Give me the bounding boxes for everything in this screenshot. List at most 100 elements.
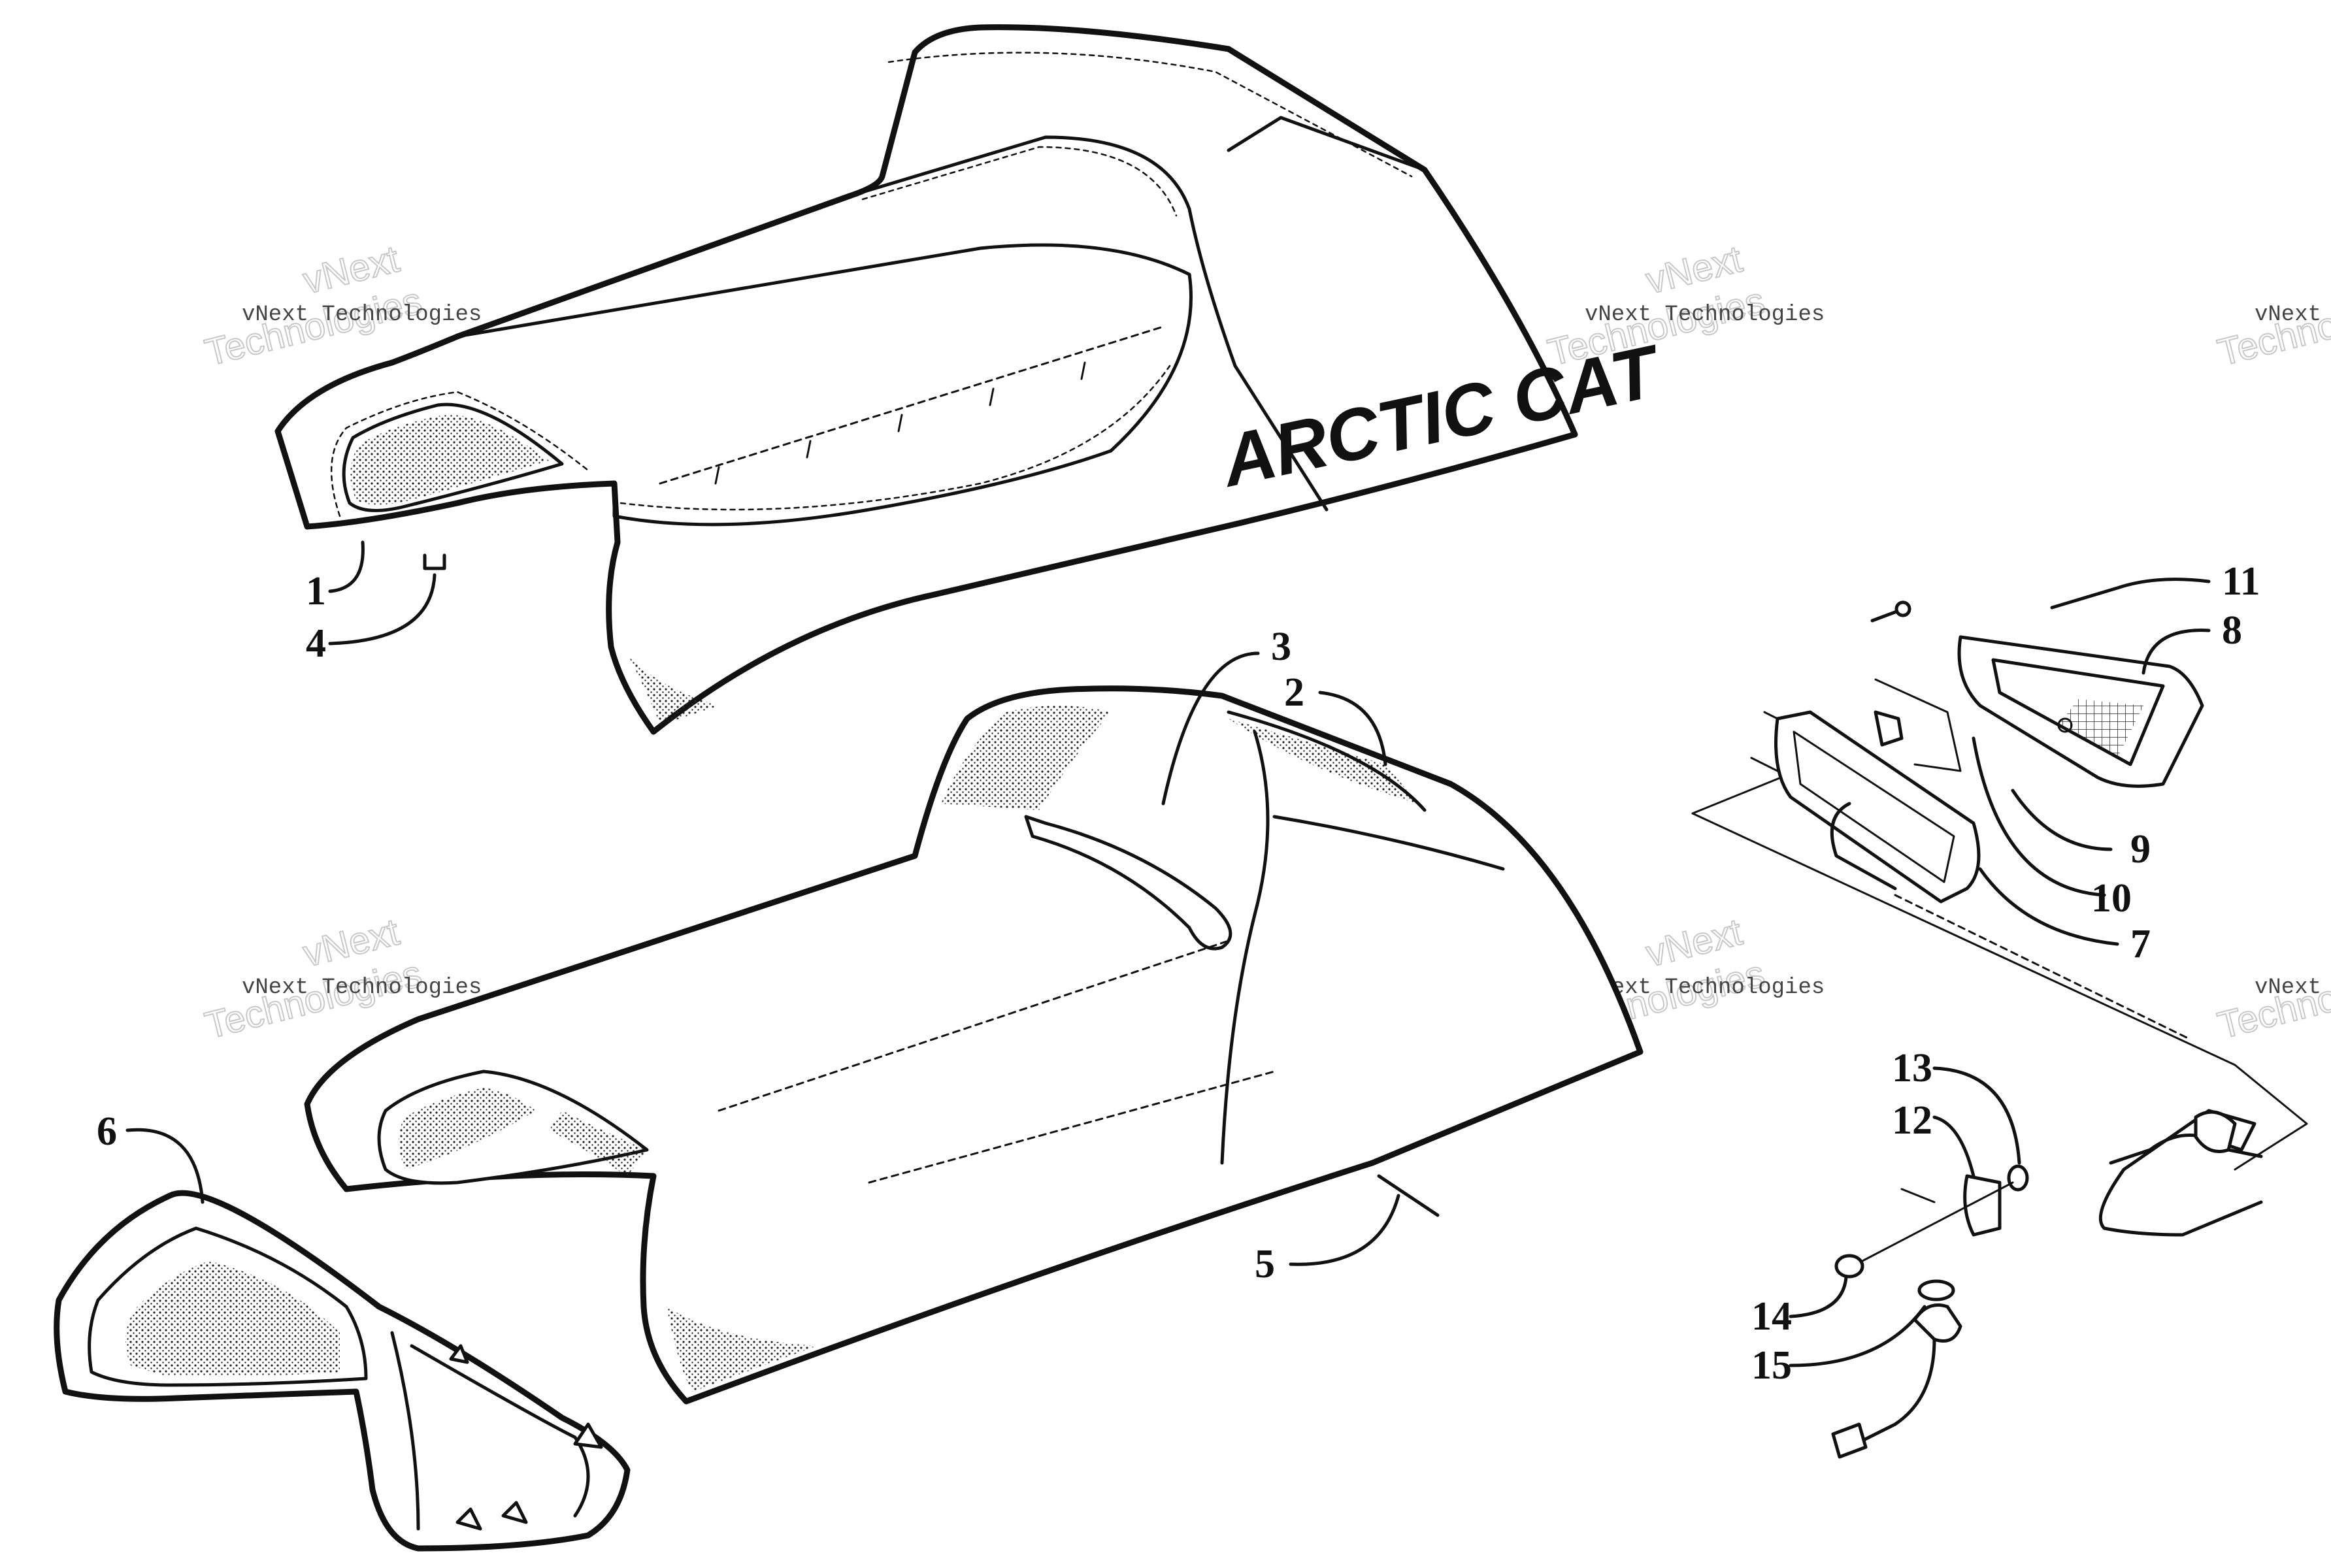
leader-6 bbox=[125, 1128, 205, 1204]
callout-7: 7 bbox=[2130, 922, 2151, 966]
seat-assembly-lower bbox=[304, 685, 1644, 1405]
screw-head bbox=[1894, 600, 1911, 617]
lower-seat-pocket-texture bbox=[549, 1111, 647, 1176]
svg-text:vNext Technologies: vNext Technologies bbox=[242, 302, 482, 327]
leader-14 bbox=[1789, 1275, 1848, 1318]
callout-9: 9 bbox=[2130, 827, 2151, 872]
lower-seat-hump-edge bbox=[1227, 710, 1427, 812]
leader-10 bbox=[1972, 736, 2106, 897]
housing-studs bbox=[1750, 711, 1779, 772]
leader-9 bbox=[2011, 789, 2113, 851]
clip-part-4 bbox=[423, 553, 446, 570]
lower-seat-shade bbox=[667, 1307, 817, 1392]
harness-pin bbox=[2226, 1148, 2263, 1158]
upper-seat-body bbox=[274, 24, 1578, 735]
grommet-part-14 bbox=[1834, 1254, 1864, 1279]
lower-seat-texture-line-2 bbox=[868, 1070, 1276, 1184]
upper-seat-stitch-top bbox=[887, 52, 1413, 178]
lower-seat-hump-line bbox=[1272, 815, 1505, 871]
callout-4: 4 bbox=[306, 621, 326, 666]
leader-1 bbox=[328, 540, 365, 593]
bracket-line bbox=[1900, 1188, 1936, 1203]
upper-seat-center-seam bbox=[659, 325, 1165, 485]
upper-seat-hump-seam bbox=[848, 135, 1329, 512]
leader-8 bbox=[2141, 629, 2211, 675]
callout-10: 10 bbox=[2091, 876, 2132, 921]
leader-2 bbox=[1318, 691, 1387, 766]
callout-5: 5 bbox=[1255, 1242, 1275, 1286]
lower-seat-texture-line bbox=[718, 939, 1230, 1112]
callout-6: 6 bbox=[97, 1109, 117, 1154]
seat-base-inner-rim bbox=[88, 1226, 368, 1387]
leader-4 bbox=[328, 573, 437, 645]
upper-seat-pocket-stitch bbox=[330, 391, 589, 517]
svg-text:vNext Technologies: vNext Technologies bbox=[1585, 975, 1825, 1000]
leader-5 bbox=[1289, 1194, 1400, 1266]
screw-part-11 bbox=[1870, 609, 1900, 623]
lower-seat-pocket-texture-2 bbox=[399, 1088, 536, 1169]
gasket-part-9 bbox=[1874, 678, 1962, 772]
seat-base-part-6 bbox=[54, 1190, 631, 1552]
callout-13: 13 bbox=[1892, 1046, 1932, 1090]
leader-11 bbox=[2050, 578, 2211, 610]
socket-washer bbox=[1917, 1279, 1955, 1301]
svg-text:vNext Technologies: vNext Technologies bbox=[2255, 302, 2331, 327]
callout-12: 12 bbox=[1892, 1098, 1932, 1143]
svg-text:vNext Technologies: vNext Technologies bbox=[1585, 302, 1825, 327]
callout-11: 11 bbox=[2222, 559, 2260, 604]
lower-seat-hump-shade-2 bbox=[1229, 719, 1418, 804]
seat-base-bosses bbox=[449, 1344, 603, 1531]
bulb-part-10 bbox=[1874, 710, 1904, 747]
seat-assembly-upper: ARCTIC CAT bbox=[274, 24, 1670, 735]
upper-seat-stitch-side bbox=[620, 365, 1171, 511]
seat-base-frame bbox=[390, 1331, 590, 1531]
leader-12 bbox=[1932, 1115, 1976, 1178]
callout-8: 8 bbox=[2222, 608, 2242, 653]
washer-part-13 bbox=[2007, 1164, 2029, 1192]
callout-1: 1 bbox=[306, 569, 326, 613]
svg-text:vNext Technologies: vNext Technologies bbox=[2255, 975, 2331, 1000]
socket-wire bbox=[1854, 1337, 1936, 1446]
callout-14: 14 bbox=[1751, 1294, 1792, 1339]
lower-seat-body bbox=[304, 685, 1644, 1405]
bracket-part-12 bbox=[1963, 1174, 2002, 1237]
callout-3: 3 bbox=[1271, 625, 1291, 669]
strap-part-3 bbox=[1024, 815, 1232, 951]
upper-seat-pocket-texture bbox=[350, 414, 549, 505]
seat-base-body bbox=[54, 1190, 631, 1552]
callout-labels: 1 4 3 2 5 6 7 8 9 10 11 12 13 14 15 bbox=[97, 559, 2260, 1388]
watermark-8: Technologies vNext Technologies bbox=[2213, 952, 2331, 1048]
lens-inner-frame bbox=[1991, 658, 2165, 766]
housing-inner bbox=[1793, 730, 1955, 883]
taillight-plane-line bbox=[1691, 812, 2308, 1171]
grommet-axis bbox=[1861, 1181, 2014, 1262]
lower-seat-side-seam bbox=[1220, 730, 1270, 1165]
upper-seat-shade bbox=[627, 653, 719, 725]
lens-screw-hole bbox=[2057, 717, 2073, 733]
seat-base-texture bbox=[125, 1261, 340, 1377]
leader-13 bbox=[1932, 1066, 2021, 1165]
socket-plug bbox=[1831, 1422, 1868, 1459]
svg-text:vNext Technologies: vNext Technologies bbox=[242, 975, 482, 1000]
callout-2: 2 bbox=[1284, 670, 1304, 715]
taillight-assembly bbox=[1691, 600, 2308, 1459]
harness-connector bbox=[2194, 1110, 2237, 1153]
harness-wire bbox=[2098, 1109, 2263, 1237]
upper-seat-stitch-hump bbox=[861, 146, 1178, 217]
upper-seat-cushion bbox=[455, 243, 1193, 527]
housing-part-7 bbox=[1774, 710, 1981, 904]
upper-seat-seam-ticks bbox=[714, 361, 1086, 485]
upper-seat-hump-edge bbox=[1227, 116, 1427, 172]
lower-seat-hump-shade bbox=[941, 706, 1111, 810]
watermark-4: Technologies vNext Technologies bbox=[2213, 279, 2331, 375]
taillight-plane-dash bbox=[1894, 894, 2190, 1040]
leader-3 bbox=[1161, 651, 1260, 806]
housing-wire bbox=[1830, 802, 1897, 890]
lens-grid bbox=[2058, 699, 2143, 758]
leader-7 bbox=[1978, 867, 2119, 946]
callout-15: 15 bbox=[1751, 1343, 1792, 1388]
leader-lines bbox=[125, 540, 2211, 1367]
rod-part-5 bbox=[1377, 1174, 1440, 1217]
leader-15 bbox=[1789, 1305, 1926, 1367]
